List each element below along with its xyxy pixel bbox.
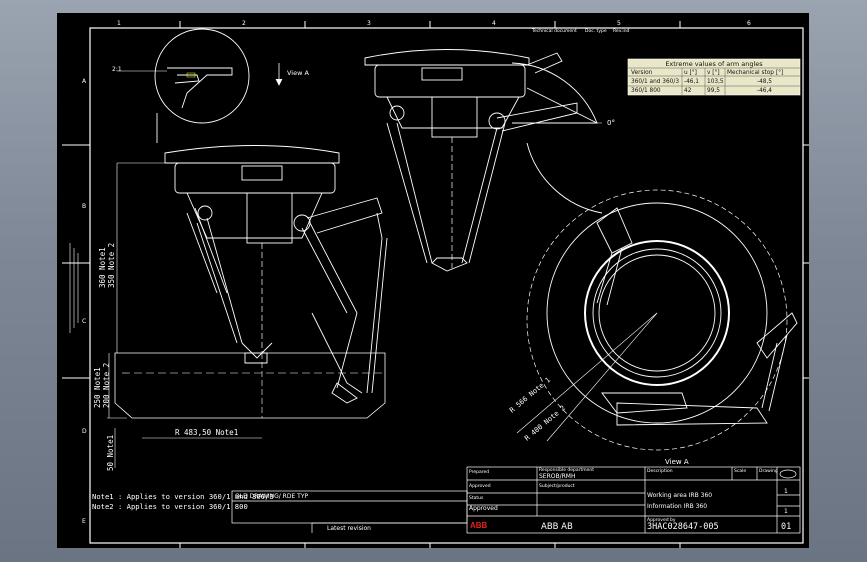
- tb-approved-by: Approved by: [647, 517, 676, 523]
- tb-approved: Approved: [469, 483, 491, 489]
- note-2: Note2 : Applies to version 360/1 800: [92, 502, 248, 511]
- note-1: Note1 : Applies to version 360/1 and 360…: [92, 492, 274, 501]
- dim-lines-left: [107, 162, 262, 468]
- arm-td-r1c2: -46,1: [684, 79, 699, 85]
- row-label-e: E: [82, 518, 86, 525]
- view-a-label: View A: [665, 458, 689, 466]
- arm-td-r1c3: 103,5: [707, 79, 724, 85]
- tb-company: ABB AB: [541, 522, 573, 532]
- view-a-plan: [516, 189, 798, 451]
- tb-info: Information IRB 360: [647, 503, 707, 510]
- robot-top-view: [364, 49, 603, 272]
- tb-prepared: Prepared: [469, 469, 489, 475]
- tb-working-area: Working area IRB 360: [647, 492, 712, 499]
- col-label-4: 4: [492, 20, 496, 27]
- col-label-5: 5: [617, 20, 621, 27]
- tb-sheet-num: 1: [784, 488, 788, 495]
- arm-td-r2c1: 360/1 800: [631, 88, 661, 94]
- arm-td-r2c4: -46,4: [757, 88, 772, 94]
- dim-50-note1: 50 Note1: [106, 435, 115, 471]
- arm-td-r2c3: 99,5: [707, 88, 720, 94]
- arm-td-r2c2: 42: [684, 88, 692, 94]
- tb-status-value: Approved: [469, 505, 498, 512]
- tb-sheet-label: Latest revision: [327, 525, 371, 532]
- dim-350-note2: 350 Note 2: [107, 243, 116, 288]
- tb-num-sheets: 1: [784, 508, 788, 515]
- tb-rev: 01: [781, 522, 791, 532]
- working-area-box: [114, 352, 386, 419]
- cad-drawing: 1 2 3 4 5 6 A B C D E 2:1 View A: [62, 20, 809, 548]
- row-label-c: C: [82, 318, 86, 325]
- detail-view: [117, 28, 250, 143]
- zone-ticks: [62, 21, 809, 548]
- dim-r48350: R 483,50 Note1: [175, 428, 238, 437]
- arm-td-r1c4: -48,5: [757, 79, 772, 85]
- dim-250-note1: 250 Note1: [93, 367, 102, 408]
- tb-subject: Subject/product: [539, 483, 575, 489]
- dim-r400: R 400 Note 2: [523, 404, 567, 443]
- arm-th-version: Version: [631, 70, 653, 76]
- drawing-frame: [89, 27, 804, 544]
- copyright-note: [69, 243, 79, 333]
- arm-td-r1c1: 360/1 and 360/3: [631, 79, 679, 85]
- robot-side-view: [164, 145, 388, 404]
- arm-table-title: Extreme values of arm angles: [665, 60, 763, 68]
- angle-zero: 0°: [607, 119, 615, 127]
- arm-th-stop: Mechanical stop [°]: [727, 70, 783, 76]
- tb-resp-value: SEROB/RMH: [539, 473, 576, 480]
- detail-scale: 2:1: [112, 66, 122, 73]
- col-label-1: 1: [117, 20, 121, 27]
- tb-drawing: Drawing: [759, 468, 778, 474]
- col-label-6: 6: [747, 20, 751, 27]
- col-label-2: 2: [242, 20, 246, 27]
- tb-scale: Scale: [734, 468, 746, 474]
- arm-th-u: u [°]: [684, 70, 697, 76]
- row-label-a: A: [82, 78, 87, 85]
- tb-description: Description: [647, 468, 673, 474]
- tb-copy-label: OLD DRAWING/ RDE TYP: [235, 493, 309, 500]
- dim-360-note1: 360 Note1: [98, 247, 107, 288]
- dim-200-note2: 200 Note 2: [102, 363, 111, 408]
- view-arrow: [275, 63, 283, 86]
- tb-doc-number: 3HAC028647-005: [647, 522, 719, 532]
- title-block: [231, 466, 801, 534]
- arm-angle-table: Extreme values of arm angles Version u […: [627, 58, 801, 96]
- tb-status: Status: [469, 495, 484, 501]
- view-arrow-label: View A: [287, 69, 309, 77]
- col-label-3: 3: [367, 20, 371, 27]
- tb-rev-ind: Rev.ind: [613, 28, 630, 34]
- arm-th-v: v [°]: [707, 70, 720, 76]
- tb-responsible: Responsible department: [539, 467, 594, 473]
- tb-tech-doc: Technical document: [531, 28, 577, 34]
- row-label-b: B: [82, 203, 86, 210]
- tb-doc-type: Doc. type: [585, 28, 607, 34]
- drawing-sheet: 1 2 3 4 5 6 A B C D E 2:1 View A: [57, 13, 809, 548]
- abb-logo: ABB: [470, 521, 488, 530]
- row-label-d: D: [82, 428, 87, 435]
